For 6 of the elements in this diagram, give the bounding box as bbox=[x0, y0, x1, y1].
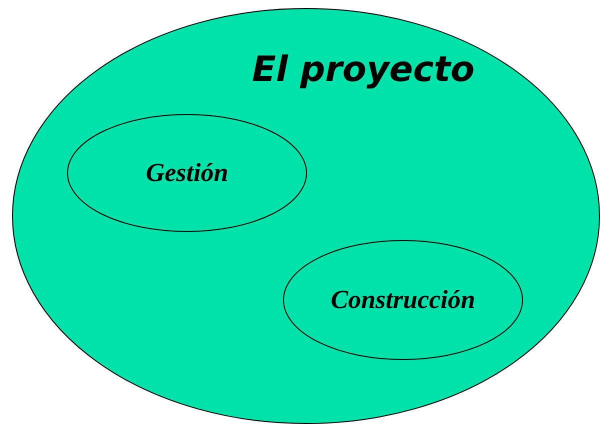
node-label: Gestión bbox=[146, 158, 228, 188]
node-label: Construcción bbox=[330, 285, 476, 315]
ellipse-node bbox=[283, 240, 523, 360]
ellipse-node bbox=[12, 8, 600, 424]
ellipse-node bbox=[67, 114, 307, 232]
diagram-heading: El proyecto bbox=[252, 50, 475, 90]
